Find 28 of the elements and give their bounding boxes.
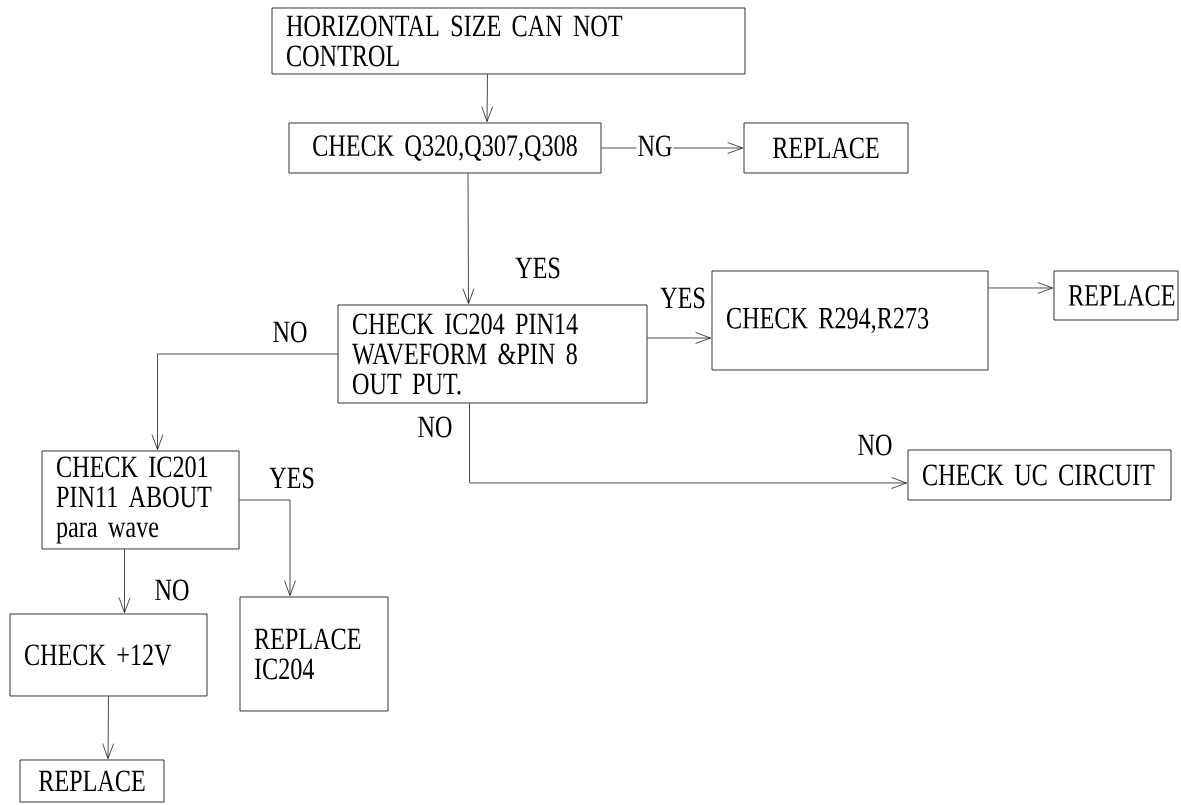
branch-label: NO xyxy=(858,434,892,456)
process-box: REPLACE xyxy=(19,759,165,803)
arrow xyxy=(151,353,338,450)
arrow xyxy=(988,282,1053,294)
edge-label: YES xyxy=(268,466,316,490)
process-box: CHECK +12V xyxy=(9,613,208,697)
arrow xyxy=(647,332,711,344)
process-box: CHECK UC CIRCUIT xyxy=(907,449,1172,501)
process-box: HORIZONTAL SIZE CAN NOT CONTROL xyxy=(271,7,746,75)
arrow xyxy=(239,499,296,596)
edge-label: NO xyxy=(271,320,309,344)
process-box: CHECK Q320,Q307,Q308 xyxy=(288,122,602,174)
arrow xyxy=(481,74,494,122)
arrow xyxy=(469,403,907,489)
process-box: REPLACE xyxy=(743,122,909,174)
arrow xyxy=(118,549,131,613)
process-box: CHECK IC204 PIN14 WAVEFORM &PIN 8 OUT PUT. xyxy=(337,304,648,404)
edge-label: NO xyxy=(153,578,191,602)
edge-label: NO xyxy=(416,415,454,439)
process-box: REPLACE xyxy=(1053,270,1179,321)
edge-label: NG xyxy=(636,134,674,158)
arrow xyxy=(462,173,475,304)
process-box: CHECK R294,R273 xyxy=(711,270,989,371)
arrow xyxy=(102,696,114,759)
edge-label: YES xyxy=(514,256,562,280)
edge-label: YES xyxy=(659,286,707,310)
process-box: REPLACE IC204 xyxy=(239,596,389,712)
process-box: CHECK IC201 PIN11 ABOUT para wave xyxy=(41,450,240,550)
